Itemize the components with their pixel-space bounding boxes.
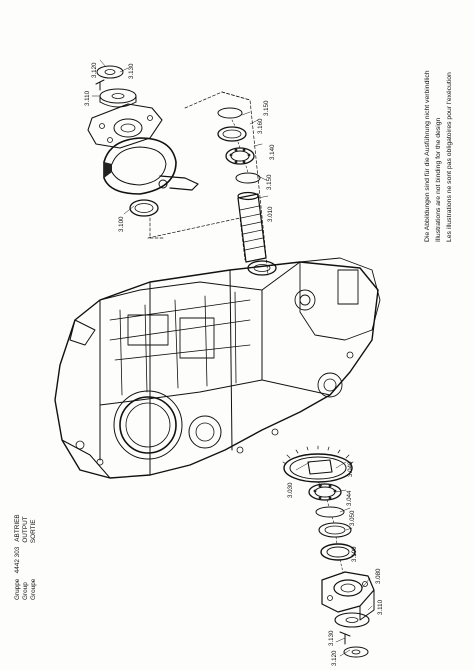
callout-3100: 3.100 (118, 216, 125, 232)
callout-3130-bottom: 3.130 (328, 630, 335, 646)
group-title-de: ABTRIEB (14, 514, 21, 542)
group-label-en: Group (22, 582, 29, 600)
group-label-de: Gruppe (14, 578, 21, 600)
group-title-en: OUTPUT (22, 516, 29, 543)
callout-3040: 3.040 (347, 461, 354, 477)
callout-3120-top: 3.120 (91, 62, 98, 78)
callout-3140: 3.140 (269, 144, 276, 160)
gearbox-housing (54, 257, 381, 479)
callout-3100-bottom: 3.100 (351, 546, 358, 562)
callout-3010: 3.010 (267, 206, 274, 222)
callout-3050: 3.050 (349, 510, 356, 526)
callout-labels: 3.120 3.130 3.110 3.100 3.150 3.160 3.14… (84, 59, 384, 666)
callout-3110-top: 3.110 (84, 90, 91, 106)
callout-3120-bottom: 3.120 (331, 650, 338, 666)
group-line-fr: Groupe SORTIE (30, 519, 37, 600)
group-label-fr: Groupe (30, 578, 37, 600)
callout-3030: 3.030 (287, 482, 294, 498)
upper-brake-assembly (87, 65, 251, 261)
group-code: 4442 303 (14, 546, 21, 574)
callout-3150-top: 3.150 (263, 100, 270, 116)
group-identification: Gruppe 4442 303 ABTRIEB Group OUTPUT Gro… (14, 514, 94, 600)
callout-3080: 3.080 (375, 568, 382, 584)
callout-3160: 3.160 (257, 118, 264, 134)
output-shaft-stack (217, 91, 277, 276)
lower-gear-assembly (282, 445, 375, 658)
callout-3044: 3.044 (346, 490, 353, 506)
group-line-en: Group OUTPUT (22, 516, 29, 600)
group-title-fr: SORTIE (30, 519, 37, 544)
callout-3150-mid: 3.150 (266, 174, 273, 190)
callout-3110-bottom: 3.110 (377, 599, 384, 615)
group-line-de: Gruppe 4442 303 ABTRIEB (14, 514, 21, 600)
callout-3130-top: 3.130 (128, 63, 135, 79)
